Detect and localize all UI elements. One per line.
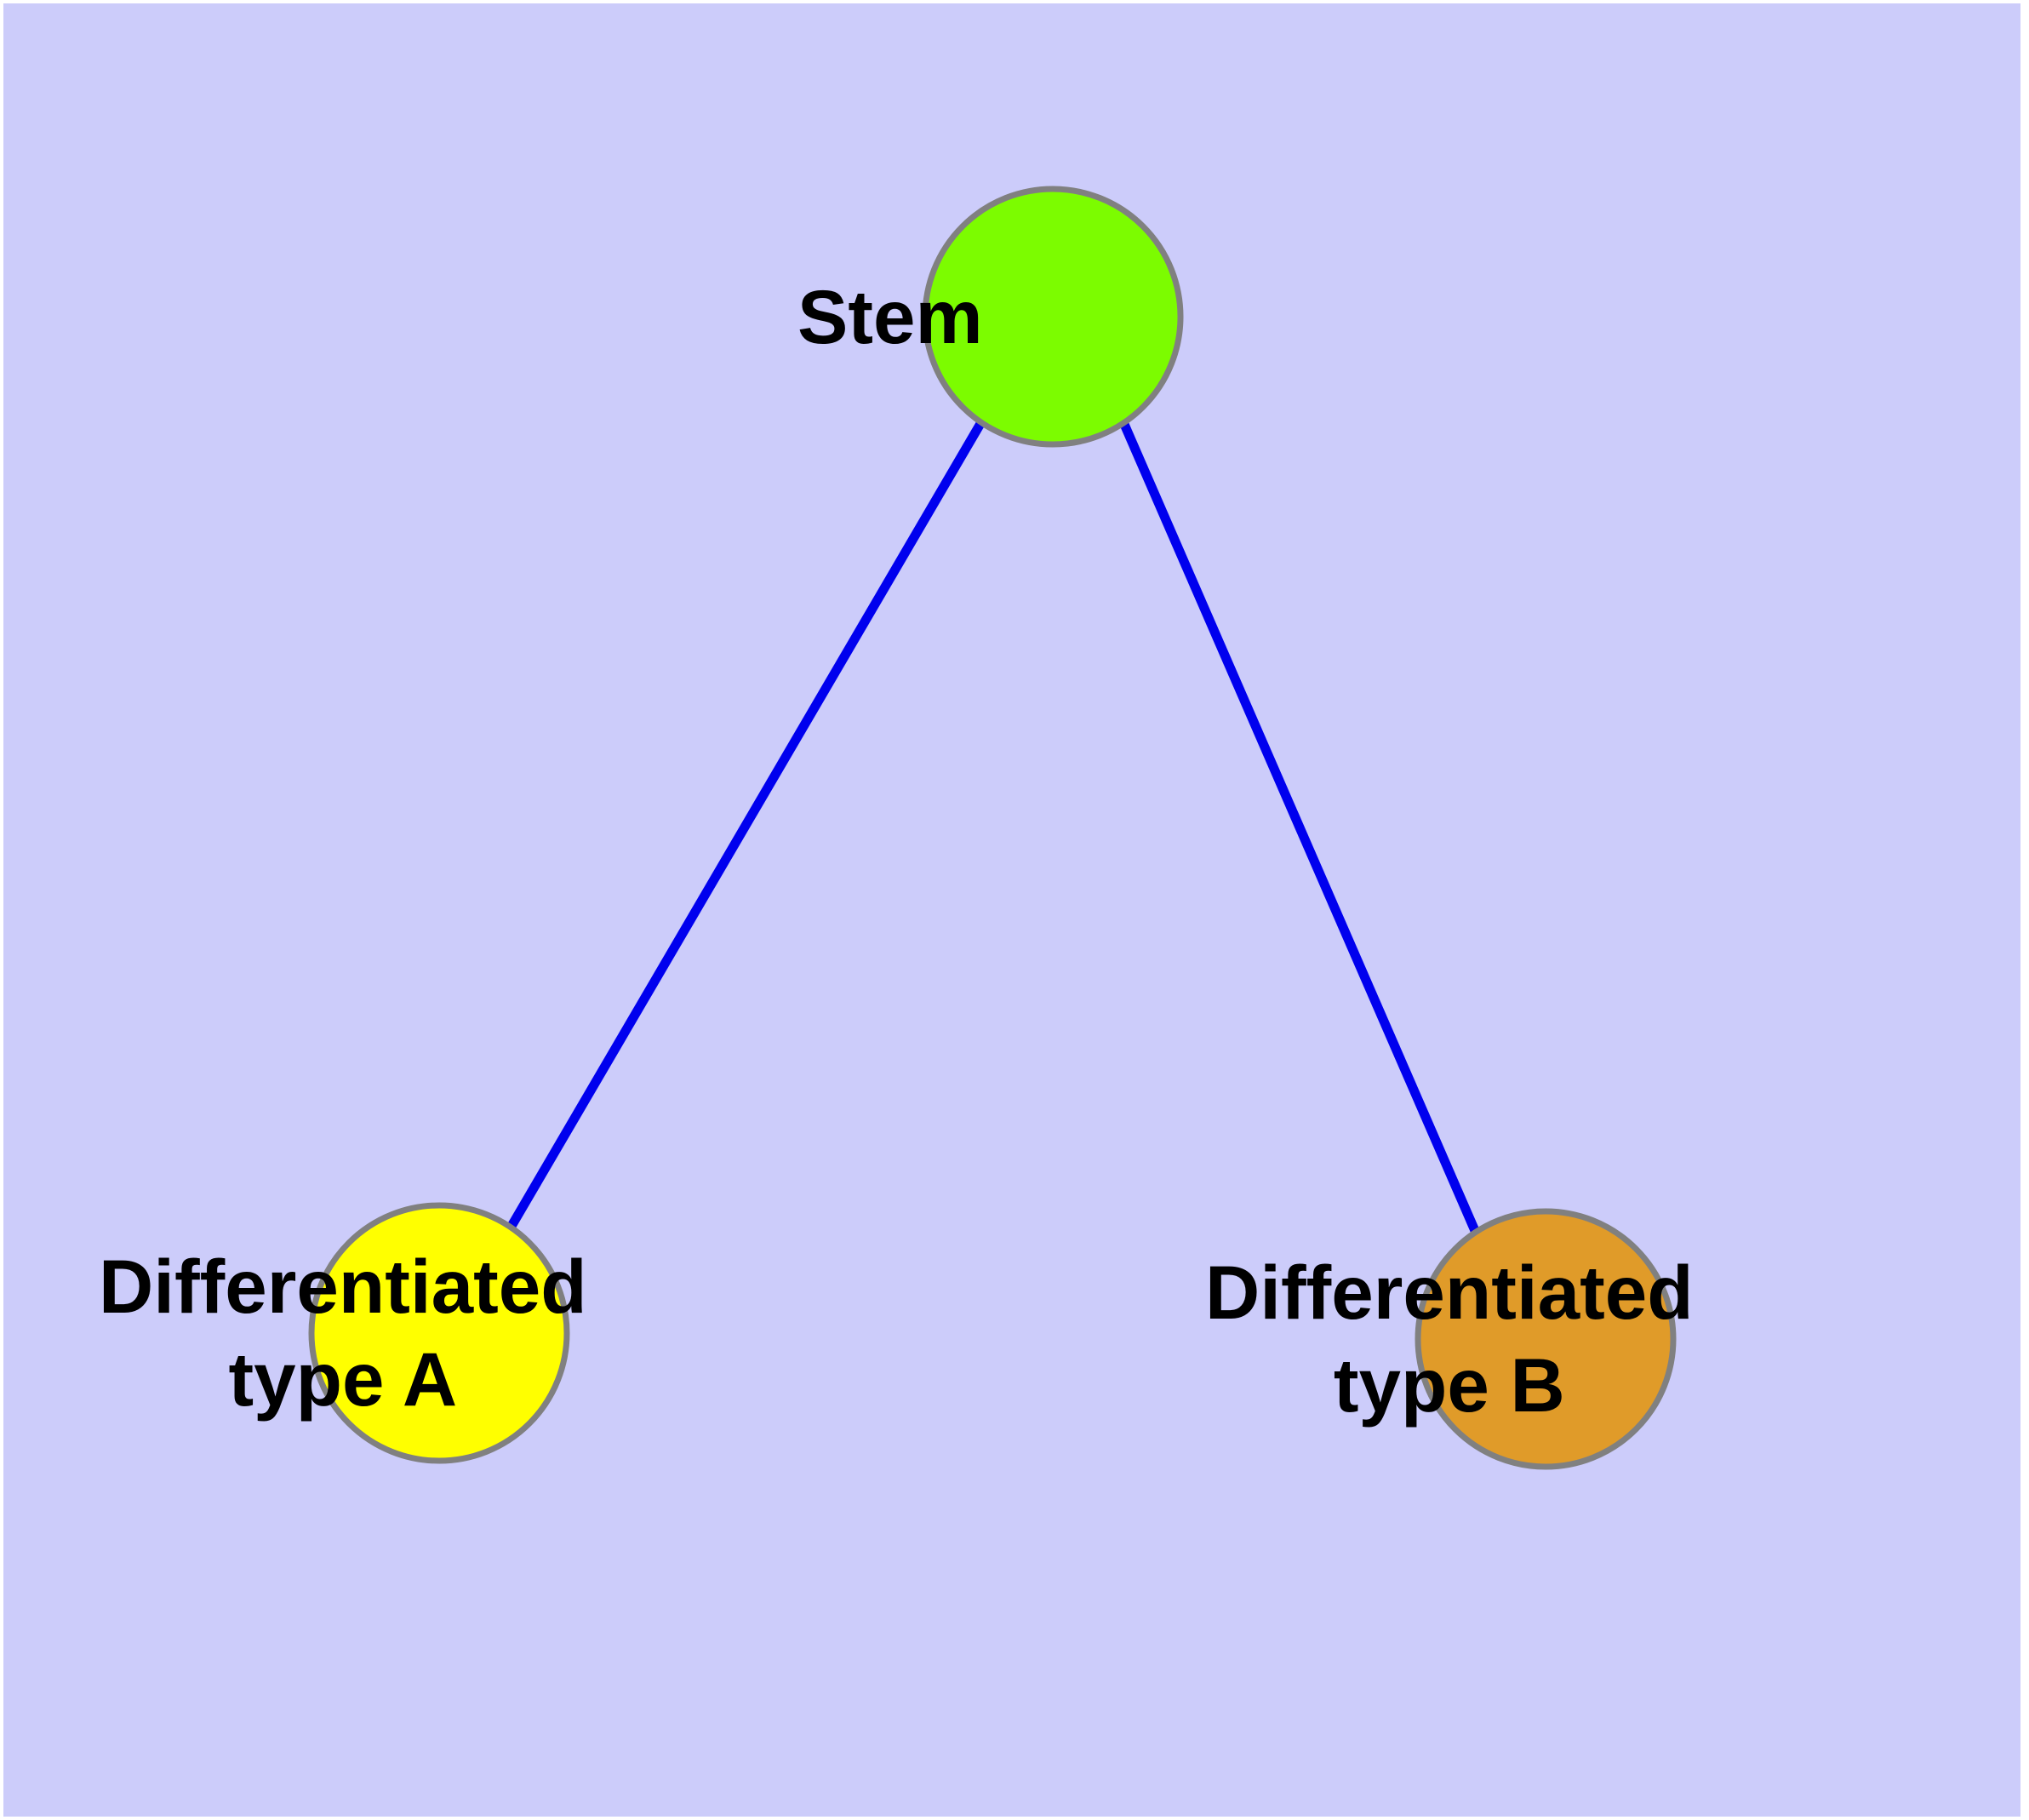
nodes-group xyxy=(308,186,1677,1470)
node-differentiated-type-b[interactable] xyxy=(1415,1208,1677,1470)
edge-stem-to-type-a xyxy=(506,420,986,1230)
node-stem[interactable] xyxy=(922,186,1184,448)
edges-group xyxy=(506,420,1481,1235)
edge-stem-to-type-b xyxy=(1118,420,1481,1235)
node-differentiated-type-a[interactable] xyxy=(308,1202,570,1464)
